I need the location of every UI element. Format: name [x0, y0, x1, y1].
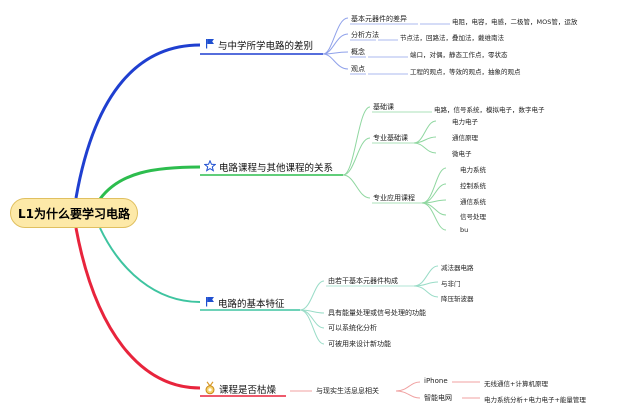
b1-child-1-leaf[interactable]: 电阻，电容，电感，二极管，MOS管，运放 [452, 18, 578, 26]
b3-child-4[interactable]: 可被用来设计新功能 [328, 340, 391, 348]
star-icon [204, 160, 216, 172]
b3-child-1-leaf-2[interactable]: 与非门 [441, 280, 461, 288]
b4-grandchild-1-leaf[interactable]: 无线通信+计算机原理 [484, 380, 548, 388]
b1-child-2-leaf[interactable]: 节点法，回路法，叠加法，戴维南法 [400, 34, 504, 42]
branch-3-title[interactable]: 电路的基本特征 [218, 299, 285, 310]
branch-line-2 [98, 165, 201, 200]
b3-child-1-leaf-1[interactable]: 减法器电路 [441, 264, 474, 272]
flag-icon [206, 39, 214, 49]
branch-line-4 [74, 227, 201, 390]
b2-child-2-leaf-1[interactable]: 电力电子 [452, 118, 478, 126]
b2-child-2-leaf-2[interactable]: 通信原理 [452, 134, 478, 142]
b2-child-3-leaf-3[interactable]: 通信系统 [460, 198, 486, 206]
branch-1-title[interactable]: 与中学所学电路的差别 [218, 41, 314, 52]
b1-child-1[interactable]: 基本元器件的差异 [351, 15, 407, 23]
b1-child-2[interactable]: 分析方法 [351, 31, 379, 39]
root-topic[interactable]: L1为什么要学习电路 [10, 198, 138, 228]
medal-icon [205, 381, 215, 395]
b4-child-1[interactable]: 与现实生活息息相关 [316, 387, 379, 395]
branch-2-title[interactable]: 电路课程与其他课程的关系 [219, 163, 334, 174]
branch-4-title[interactable]: 课程是否枯燥 [219, 385, 277, 396]
b2-child-1[interactable]: 基础课 [373, 103, 394, 111]
b1-child-3[interactable]: 概念 [351, 48, 365, 56]
b4-grandchild-2[interactable]: 智能电网 [424, 394, 452, 402]
b4-grandchild-2-leaf[interactable]: 电力系统分析+电力电子+能量管理 [484, 396, 586, 404]
b2-child-3[interactable]: 专业应用课程 [373, 194, 415, 202]
b3-child-3[interactable]: 可以系统化分析 [328, 324, 377, 332]
b4-grandchild-1[interactable]: iPhone [424, 377, 448, 385]
b2-child-1-leaf[interactable]: 电路，信号系统，模拟电子，数字电子 [434, 106, 545, 114]
b2-child-2-leaf-3[interactable]: 微电子 [452, 150, 472, 158]
b2-child-3-leaf-4[interactable]: 信号处理 [460, 213, 486, 221]
b1-child-3-leaf[interactable]: 端口，对偶，静态工作点，零状态 [410, 51, 508, 59]
b2-child-3-leaf-2[interactable]: 控制系统 [460, 182, 486, 190]
branch-line-1 [74, 43, 201, 199]
b3-child-2[interactable]: 具有能量处理或信号处理的功能 [328, 309, 426, 317]
b1-child-4[interactable]: 观点 [351, 65, 365, 73]
b3-child-1-leaf-3[interactable]: 降压斩波器 [441, 295, 474, 303]
b3-child-1[interactable]: 由若干基本元器件构成 [328, 277, 398, 285]
branch-line-3 [99, 227, 201, 303]
flag-icon [206, 297, 214, 307]
b2-child-3-leaf-1[interactable]: 电力系统 [460, 166, 486, 174]
b2-child-3-leaf-5[interactable]: bu [460, 226, 469, 234]
b2-child-2[interactable]: 专业基础课 [373, 134, 408, 142]
b1-child-4-leaf[interactable]: 工程的观点，等效的观点，抽象的观点 [410, 68, 521, 76]
